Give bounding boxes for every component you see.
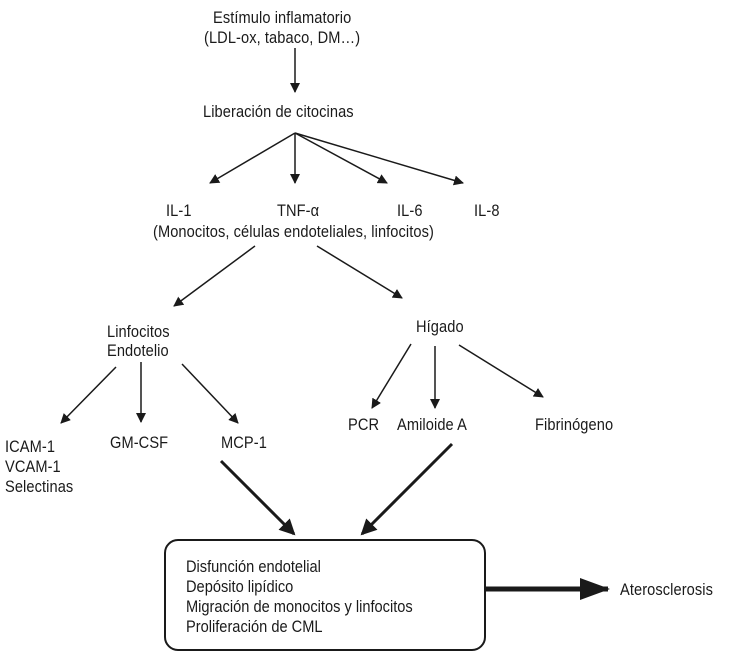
- stimulus-examples-label: (LDL-ox, tabaco, DM…): [204, 28, 361, 47]
- arrow-release-to-il1: [209, 132, 296, 184]
- arrow-lymph-to-mcp1: [181, 363, 239, 424]
- gmcsf-label: GM-CSF: [110, 433, 169, 452]
- arrow-lymph-to-icam: [60, 366, 117, 424]
- fibrinogen-label: Fibrinógeno: [535, 415, 614, 434]
- icam1-label: ICAM-1: [5, 437, 56, 456]
- mcp1-label: MCP-1: [221, 433, 267, 452]
- pcr-label: PCR: [348, 415, 380, 434]
- tnf-alpha-label: TNF-α: [277, 201, 320, 220]
- stimulus-label: Estímulo inflamatorio: [213, 8, 352, 27]
- arrow-mcp1-to-outcome: [219, 459, 296, 536]
- outcome-item: Migración de monocitos y linfocitos: [186, 597, 413, 616]
- cytokine-sources-label: (Monocitos, células endoteliales, linfoc…: [153, 222, 434, 241]
- cytokine-release-label: Liberación de citocinas: [203, 102, 354, 121]
- il8-label: IL-8: [474, 201, 500, 220]
- arrow-sources-to-liver: [316, 245, 403, 299]
- arrow-liver-to-fibrinogen: [458, 344, 544, 398]
- endothelium-label: Endotelio: [107, 341, 169, 360]
- arrow-release-to-il6: [294, 132, 388, 184]
- il1-label: IL-1: [166, 201, 192, 220]
- atherosclerosis-label: Aterosclerosis: [620, 580, 714, 599]
- arrow-release-to-il8: [294, 132, 464, 186]
- arrow-sources-to-lymph: [173, 245, 256, 307]
- outcome-item: Disfunción endotelial: [186, 557, 321, 576]
- arrow-liver-to-pcr: [371, 343, 412, 409]
- lymphocytes-label: Linfocitos: [107, 322, 170, 341]
- arrow-amyloid-to-outcome: [360, 442, 454, 536]
- il6-label: IL-6: [397, 201, 423, 220]
- outcome-list: Disfunción endotelial Depósito lipídico …: [186, 557, 413, 637]
- vcam1-label: VCAM-1: [5, 457, 61, 476]
- liver-label: Hígado: [416, 317, 464, 336]
- outcome-item: Depósito lipídico: [186, 577, 294, 596]
- amyloid-a-label: Amiloide A: [397, 415, 467, 434]
- outcome-box: [164, 539, 486, 651]
- selectins-label: Selectinas: [5, 477, 74, 496]
- outcome-item: Proliferación de CML: [186, 617, 323, 636]
